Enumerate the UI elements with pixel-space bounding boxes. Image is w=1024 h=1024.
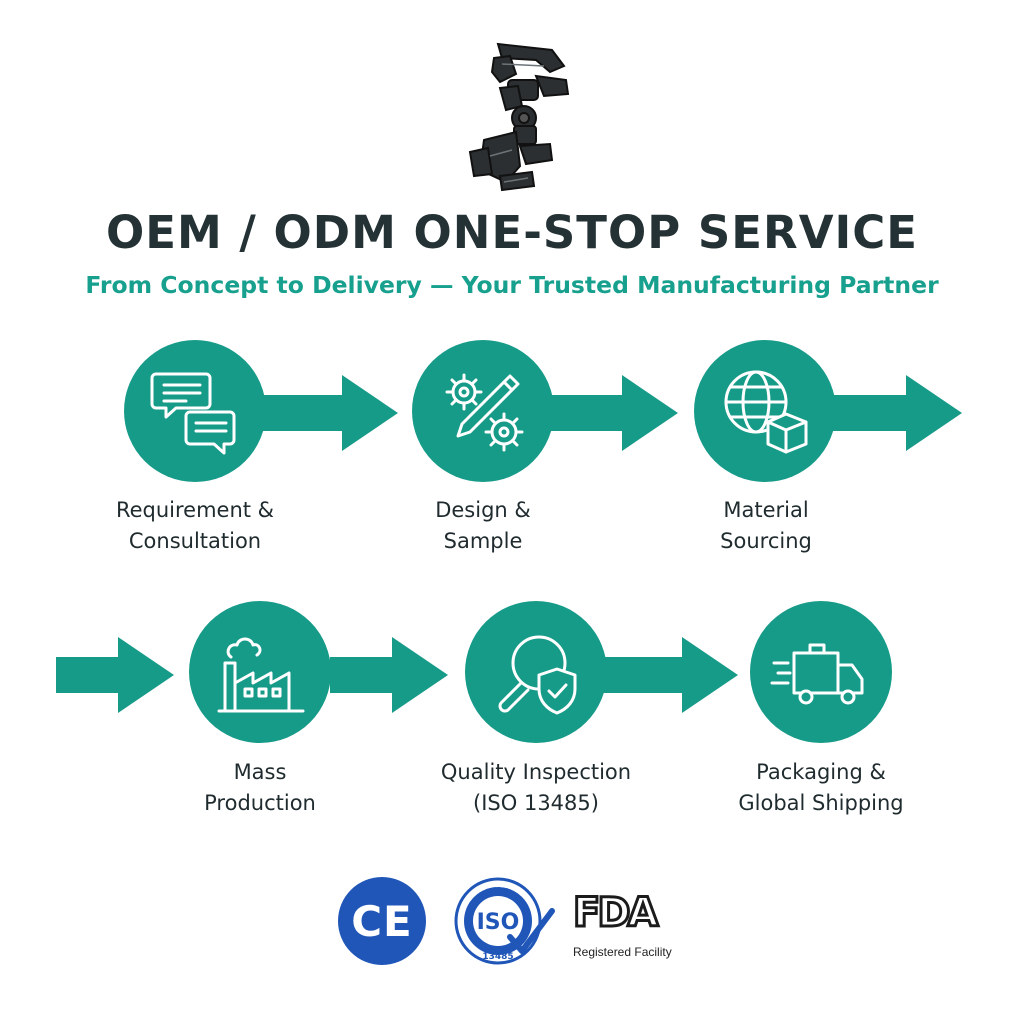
step-5-line-2: (ISO 13485) xyxy=(473,791,599,815)
step-label-4: Mass Production xyxy=(130,757,390,819)
flow-arrow-3 xyxy=(814,375,962,451)
step-2-line-2: Sample xyxy=(443,529,523,553)
step-circle-6 xyxy=(750,601,892,743)
step-5-line-1: Quality Inspection xyxy=(440,760,632,784)
chat-bubbles-icon xyxy=(150,372,236,455)
flow-arrow-6 xyxy=(600,637,738,713)
checkmark-icon xyxy=(507,908,555,954)
delivery-truck-icon xyxy=(770,643,864,705)
flow-arrow-5 xyxy=(330,637,448,713)
step-label-6: Packaging & Global Shipping xyxy=(691,757,951,819)
flow-arrow-1 xyxy=(250,375,398,451)
step-circle-2 xyxy=(412,340,554,482)
step-3-line-1: Material xyxy=(723,498,809,522)
flow-arrow-4 xyxy=(56,637,174,713)
iso-badge-mid-text: ISO xyxy=(477,910,520,935)
gears-pencil-icon xyxy=(445,373,524,452)
step-circle-3 xyxy=(694,340,836,482)
step-4-line-2: Production xyxy=(204,791,316,815)
globe-box-icon xyxy=(724,370,808,454)
step-4-line-1: Mass xyxy=(233,760,287,784)
step-label-1: Requirement & Consultation xyxy=(65,495,325,557)
step-6-line-2: Global Shipping xyxy=(738,791,904,815)
magnifier-shield-icon xyxy=(498,635,577,715)
iso-certification-badge: CERTIFICATION ISO 13485 xyxy=(454,877,555,965)
page-subtitle: From Concept to Delivery — Your Trusted … xyxy=(85,271,939,299)
step-6-line-1: Packaging & xyxy=(756,760,886,784)
step-circle-1 xyxy=(124,340,266,482)
step-label-5: Quality Inspection (ISO 13485) xyxy=(406,757,666,819)
knee-brace-image xyxy=(468,42,570,192)
step-label-3: Material Sourcing xyxy=(636,495,896,557)
flow-arrow-2 xyxy=(530,375,678,451)
step-label-2: Design & Sample xyxy=(353,495,613,557)
page-title: OEM / ODM ONE-STOP SERVICE xyxy=(105,206,919,259)
step-3-line-2: Sourcing xyxy=(720,529,812,553)
factory-icon xyxy=(217,637,305,713)
step-1-line-2: Consultation xyxy=(128,529,262,553)
ce-mark-badge: CE xyxy=(338,877,426,965)
iso-badge-bottom-text: 13485 xyxy=(482,952,513,962)
step-circle-5 xyxy=(465,601,607,743)
fda-registered-facility-text: Registered Facility xyxy=(573,945,672,959)
step-1-line-1: Requirement & xyxy=(115,498,275,522)
step-2-line-1: Design & xyxy=(435,498,531,522)
fda-logo: FDA xyxy=(572,890,660,936)
step-circle-4 xyxy=(189,601,331,743)
